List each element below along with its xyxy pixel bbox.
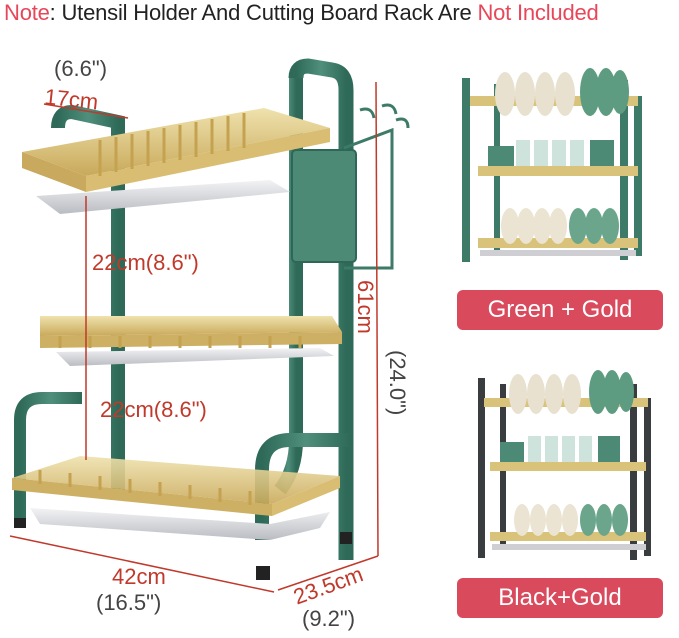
variant-badge-black-gold[interactable]: Black+Gold bbox=[457, 578, 663, 618]
rack-base-left bbox=[14, 392, 82, 520]
tier-gap-upper-label: 22cm(8.6") bbox=[92, 250, 199, 276]
bottom-drip-tray bbox=[30, 508, 330, 540]
cutting-board-rack bbox=[343, 127, 394, 270]
black-gold-rack-thumbnail bbox=[478, 370, 651, 560]
rack-foot bbox=[14, 518, 26, 528]
width-inch-label: (16.5") bbox=[96, 590, 162, 615]
rack-post-back-left bbox=[51, 104, 125, 500]
tier-gap-upper-text: 22cm(8.6") bbox=[92, 250, 199, 275]
width-cm-label: 42cm bbox=[112, 564, 166, 589]
utensil-holder bbox=[291, 149, 357, 263]
green-gold-rack-thumbnail bbox=[462, 68, 642, 262]
middle-basket bbox=[40, 316, 342, 336]
hook bbox=[359, 103, 410, 129]
note-body: : Utensil Holder And Cutting Board Rack … bbox=[49, 0, 478, 25]
length-inch-label: (9.2") bbox=[302, 606, 356, 631]
depth-inch-label: (6.6") bbox=[54, 56, 108, 81]
rack-post-right bbox=[288, 58, 354, 560]
bottom-basket bbox=[12, 456, 340, 504]
middle-drip-tray bbox=[56, 348, 334, 366]
variant-badge-green-gold[interactable]: Green + Gold bbox=[457, 290, 663, 330]
rack-foot bbox=[340, 532, 352, 544]
note-label: Note bbox=[4, 0, 50, 25]
rack-foot bbox=[256, 566, 270, 580]
rack-base-right bbox=[255, 433, 350, 540]
note-emphasis: Not Included bbox=[477, 0, 599, 25]
top-drip-tray bbox=[36, 180, 290, 214]
note-text: Note: Utensil Holder And Cutting Board R… bbox=[4, 0, 599, 26]
tier-gap-lower-label: 22cm(8.6") bbox=[100, 397, 207, 422]
